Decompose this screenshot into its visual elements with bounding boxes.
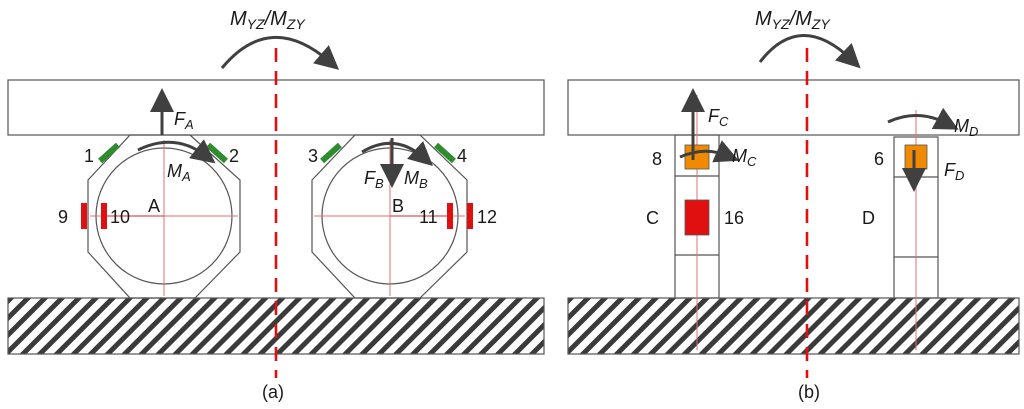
moment-arrow-D [887,107,959,130]
ground-b [567,297,1020,355]
gauge-10 [101,203,107,229]
beam-b [567,79,1020,136]
moment-label-D: MD [954,116,978,139]
sensor-label-11: 11 [419,207,438,227]
moment-arrow-a [220,36,340,70]
moment-arrow-B [361,141,433,167]
column-C [674,95,720,350]
node-label-B: B [392,196,404,216]
sensor-label-4: 4 [457,146,467,166]
moment-label-b: MYZ/MZY [755,8,831,32]
gauge-16 [684,199,710,236]
moment-label-A: MA [167,161,191,184]
sensor-label-8: 8 [652,149,662,169]
force-label-C: FC [708,106,729,129]
column-D [893,110,939,350]
force-label-A: FA [174,109,194,132]
moment-arrow-A [137,139,216,164]
gauge-4 [434,142,456,164]
node-label-C: C [646,208,659,228]
gauge-3 [320,142,342,164]
sensor-label-10: 10 [110,207,130,227]
node-label-D: D [862,208,875,228]
gauge-6 [904,144,928,170]
sensor-label-2: 2 [229,146,239,166]
moment-arrow-C [679,140,740,163]
gauge-12 [467,203,473,229]
moment-arrow-b [758,34,861,69]
sensor-label-6: 6 [874,149,884,169]
gauge-8 [684,144,710,170]
force-label-B: FB [364,168,384,191]
caption-b: (b) [798,382,820,402]
mount-A [81,134,241,299]
force-label-D: FD [944,160,964,183]
moment-label-C: MC [732,146,757,169]
node-label-A: A [148,196,160,216]
moment-label-a: MYZ/MZY [230,8,306,32]
panel-b: MYZ/MZY FC MC FD MD C D 8 16 6 (b) [567,8,1020,402]
sensor-label-3: 3 [308,146,318,166]
sensor-label-12: 12 [477,207,497,227]
sensor-label-9: 9 [58,207,68,227]
caption-a: (a) [262,382,284,402]
panel-a: MYZ/MZY FA MA FB MB A B 1 2 3 4 9 10 11 … [7,8,545,402]
gauge-11 [447,203,453,229]
gauge-1 [98,142,120,164]
moment-label-B: MB [404,168,428,191]
gauge-9 [81,203,87,229]
sensor-label-16: 16 [724,208,744,228]
sensor-label-1: 1 [84,146,94,166]
